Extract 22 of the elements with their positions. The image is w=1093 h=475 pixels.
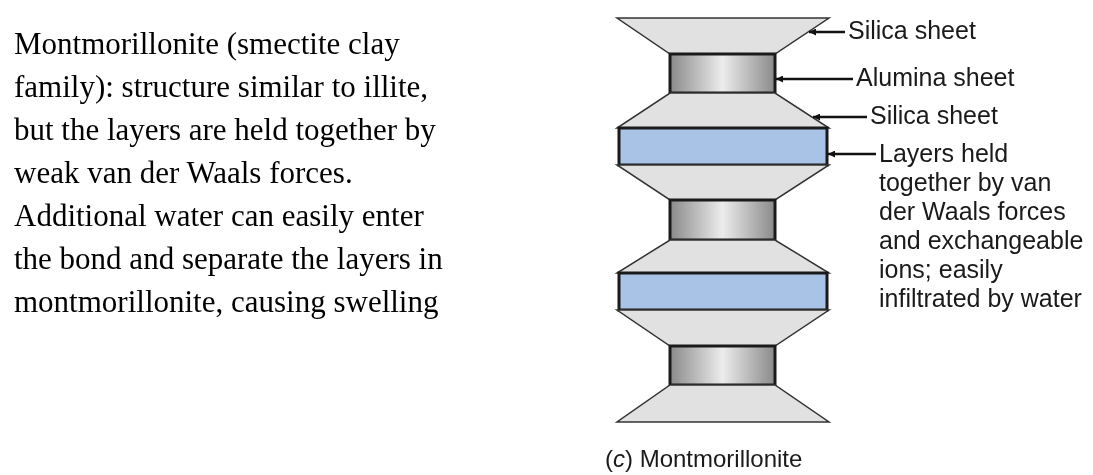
silica-sheet	[614, 92, 832, 129]
alumina-sheet	[668, 344, 777, 387]
interlayer-band	[617, 126, 829, 167]
part-label: Silica sheet	[848, 16, 1048, 45]
description-text: Montmorillonite (smectite clay family): structure similar to illite, but the layers are held together by weak van der Waals forces.	[14, 25, 437, 192]
alumina-sheet	[668, 52, 777, 95]
leader-arrow	[809, 28, 845, 36]
silica-sheet	[614, 17, 832, 55]
description-text: Additional water can easily enter the bond and separate the layers in montmorillonite, causing swelling	[14, 197, 444, 321]
alumina-sheet	[668, 198, 777, 242]
part-label: Layers held together by van der Waals forces and exchangeable ions; easily infiltrated by water	[879, 139, 1091, 313]
silica-sheet	[614, 239, 832, 274]
interlayer-band	[617, 271, 829, 312]
part-label: Alumina sheet	[856, 63, 1076, 92]
silica-sheet	[614, 384, 832, 423]
part-label: Silica sheet	[870, 101, 1070, 130]
silica-sheet	[614, 164, 832, 201]
silica-sheet	[614, 309, 832, 347]
leader-arrow	[776, 75, 853, 83]
figure-caption: (c) Montmorillonite	[605, 444, 803, 474]
leader-arrow	[813, 113, 867, 121]
leader-arrow	[828, 150, 876, 158]
